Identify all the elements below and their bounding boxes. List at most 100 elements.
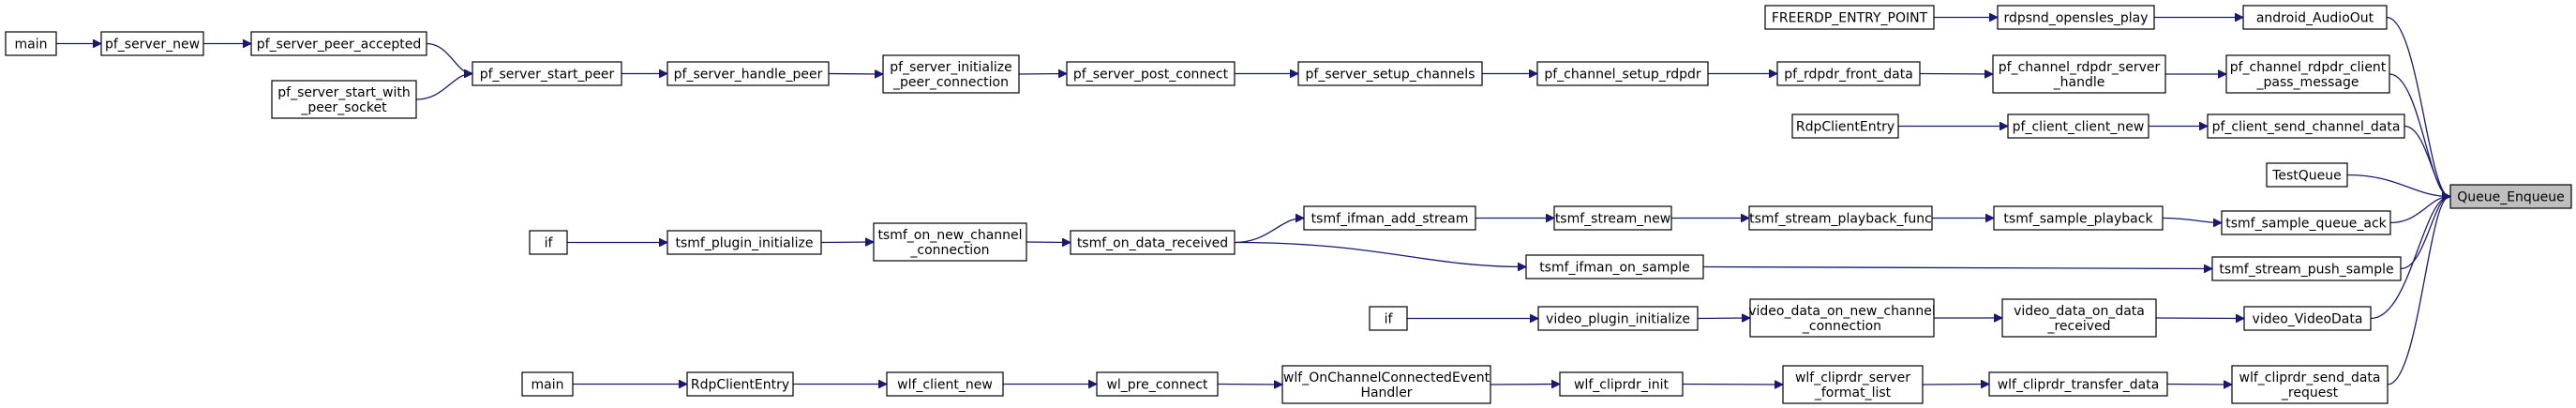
node-box bbox=[666, 61, 830, 86]
graph-node-video-plugin-initialize[interactable]: video_plugin_initialize bbox=[1537, 306, 1699, 331]
graph-node-pf-server-setup-channels[interactable]: pf_server_setup_channels bbox=[1297, 61, 1483, 86]
graph-node-tsmf-on-data-received[interactable]: tsmf_on_data_received bbox=[1070, 230, 1236, 255]
graph-node-pf-server-start-with-peer-socket[interactable]: pf_server_start_with_peer_socket bbox=[271, 80, 417, 119]
node-label: Queue_Enqueue bbox=[2457, 190, 2565, 205]
node-label: tsmf_sample_playback bbox=[2003, 212, 2153, 227]
edge-android-audioout-to-queue-enqueue bbox=[2386, 16, 2449, 197]
graph-node-wlf-cliprdr-server-format-list[interactable]: wlf_cliprdr_server_format_list bbox=[1782, 365, 1924, 404]
node-label: wlf_cliprdr_init bbox=[1574, 378, 1669, 393]
node-box bbox=[1303, 205, 1476, 231]
node-label: video_data_on_new_channel bbox=[1748, 304, 1936, 319]
node-label: _request bbox=[2281, 385, 2339, 400]
graph-node-tsmf-on-new-channel-connection[interactable]: tsmf_on_new_channel_connection bbox=[873, 222, 1027, 262]
node-label: pf_server_post_connect bbox=[1073, 68, 1229, 83]
graph-node-tsmf-ifman-on-sample[interactable]: tsmf_ifman_on_sample bbox=[1525, 254, 1704, 280]
node-label: wlf_cliprdr_send_data bbox=[2239, 370, 2381, 385]
node-label: tsmf_sample_queue_ack bbox=[2225, 217, 2387, 232]
node-label: _handle bbox=[2053, 75, 2105, 90]
graph-node-tsmf-stream-new[interactable]: tsmf_stream_new bbox=[1553, 205, 1672, 231]
node-label: _peer_socket bbox=[300, 100, 387, 115]
graph-node-wlf-cliprdr-transfer-data[interactable]: wlf_cliprdr_transfer_data bbox=[1988, 371, 2168, 397]
node-label: _received bbox=[2046, 319, 2110, 334]
graph-node-tsmf-ifman-add-stream[interactable]: tsmf_ifman_add_stream bbox=[1303, 205, 1476, 231]
graph-node-main1[interactable]: main bbox=[5, 31, 57, 56]
node-box bbox=[2007, 113, 2149, 139]
graph-node-pf-channel-setup-rdpdr[interactable]: pf_channel_setup_rdpdr bbox=[1536, 61, 1709, 86]
graph-node-pf-server-handle-peer[interactable]: pf_server_handle_peer bbox=[666, 61, 830, 86]
node-label: Handler bbox=[1360, 385, 1412, 400]
node-box bbox=[5, 31, 57, 56]
graph-node-pf-channel-rdpdr-server-handle[interactable]: pf_channel_rdpdr_server_handle bbox=[1992, 54, 2166, 94]
edge-video-data-on-data-received-to-video-videodata bbox=[2155, 318, 2243, 319]
node-label: video_VideoData bbox=[2253, 312, 2363, 327]
graph-node-wlf-cliprdr-init[interactable]: wlf_cliprdr_init bbox=[1559, 371, 1684, 397]
graph-node-tsmf-sample-queue-ack[interactable]: tsmf_sample_queue_ack bbox=[2221, 210, 2391, 235]
graph-node-rdpcliententry2[interactable]: RdpClientEntry bbox=[686, 371, 794, 397]
node-box bbox=[1096, 371, 1219, 397]
edge-pf-rdpdr-front-data-to-pf-channel-rdpdr-server-handle bbox=[1919, 74, 1992, 75]
graph-node-freerdp-entry-point[interactable]: FREERDP_ENTRY_POINT bbox=[1764, 5, 1935, 30]
edge-tsmf-on-data-received-to-tsmf-ifman-add-stream bbox=[1234, 219, 1303, 244]
graph-node-android-audioout[interactable]: android_AudioOut bbox=[2242, 5, 2388, 30]
node-box bbox=[886, 371, 1004, 397]
graph-node-wlf-cliprdr-send-data-request[interactable]: wlf_cliprdr_send_data_request bbox=[2231, 365, 2389, 404]
graph-node-pf-server-start-peer[interactable]: pf_server_start_peer bbox=[472, 61, 622, 86]
node-box bbox=[100, 31, 204, 56]
node-label: tsmf_on_data_received bbox=[1077, 236, 1228, 251]
graph-node-video-videodata[interactable]: video_VideoData bbox=[2243, 306, 2372, 331]
graph-node-video-data-on-data-received[interactable]: video_data_on_data_received bbox=[2001, 298, 2157, 338]
nodes-layer: main pf_server_new pf_server_peer_accepted… bbox=[5, 5, 2572, 404]
edge-tsmf-ifman-on-sample-to-tsmf-stream-push-sample bbox=[1702, 267, 2211, 269]
graph-node-wl-pre-connect[interactable]: wl_pre_connect bbox=[1096, 371, 1219, 397]
node-label: pf_client_send_channel_data bbox=[2212, 120, 2401, 135]
graph-node-pf-server-initialize-peer-connection[interactable]: pf_server_initialize_peer_connection bbox=[882, 54, 1020, 94]
node-box bbox=[2242, 5, 2388, 30]
node-label: pf_server_peer_accepted bbox=[257, 38, 421, 53]
graph-node-pf-server-peer-accepted[interactable]: pf_server_peer_accepted bbox=[250, 31, 427, 56]
graph-node-pf-channel-rdpdr-client-pass-message[interactable]: pf_channel_rdpdr_client_pass_message bbox=[2225, 54, 2390, 94]
node-box bbox=[873, 222, 1027, 262]
node-label: pf_rdpdr_front_data bbox=[1784, 68, 1913, 83]
node-box bbox=[1553, 205, 1672, 231]
node-box bbox=[1988, 371, 2168, 397]
node-label: _peer_connection bbox=[892, 75, 1009, 90]
graph-node-testqueue[interactable]: TestQueue bbox=[2266, 162, 2348, 188]
graph-node-pf-server-new[interactable]: pf_server_new bbox=[100, 31, 204, 56]
node-label: android_AudioOut bbox=[2256, 11, 2374, 26]
graph-node-main2[interactable]: main bbox=[521, 371, 574, 397]
node-box bbox=[2225, 54, 2390, 94]
graph-node-pf-client-client-new[interactable]: pf_client_client_new bbox=[2007, 113, 2149, 139]
node-label: wl_pre_connect bbox=[1106, 378, 1208, 393]
graph-node-rdpsnd-opensles-play[interactable]: rdpsnd_opensles_play bbox=[1997, 5, 2155, 30]
graph-node-if2[interactable]: if bbox=[1369, 306, 1408, 331]
node-label: video_plugin_initialize bbox=[1546, 312, 1690, 327]
node-label: tsmf_stream_new bbox=[1555, 212, 1670, 227]
node-label: main bbox=[532, 378, 564, 393]
node-label: rdpsnd_opensles_play bbox=[2003, 11, 2148, 26]
node-box bbox=[2001, 298, 2157, 338]
edge-tsmf-stream-push-sample-to-queue-enqueue bbox=[2400, 197, 2449, 270]
graph-node-pf-rdpdr-front-data[interactable]: pf_rdpdr_front_data bbox=[1776, 61, 1921, 86]
node-label: tsmf_plugin_initialize bbox=[676, 236, 814, 251]
graph-node-video-data-on-new-channel-connection[interactable]: video_data_on_new_channel_connection bbox=[1748, 298, 1936, 338]
graph-node-tsmf-stream-push-sample[interactable]: tsmf_stream_push_sample bbox=[2211, 256, 2402, 281]
edge-pf-server-initialize-peer-connection-to-pf-server-post-connect bbox=[1018, 74, 1066, 75]
graph-node-if1[interactable]: if bbox=[529, 230, 568, 255]
graph-node-queue-enqueue[interactable]: Queue_Enqueue bbox=[2449, 184, 2572, 209]
graph-node-rdpcliententry1[interactable]: RdpClientEntry bbox=[1791, 113, 1899, 139]
node-label: pf_server_handle_peer bbox=[674, 68, 823, 83]
graph-node-pf-client-send-channel-data[interactable]: pf_client_send_channel_data bbox=[2207, 113, 2405, 139]
edge-pf-server-peer-accepted-to-pf-server-start-peer bbox=[426, 42, 472, 74]
graph-node-wlf-client-new[interactable]: wlf_client_new bbox=[886, 371, 1004, 397]
graph-node-tsmf-stream-playback-func[interactable]: tsmf_stream_playback_func bbox=[1748, 205, 1933, 231]
node-label: _connection bbox=[909, 243, 989, 258]
graph-node-tsmf-sample-playback[interactable]: tsmf_sample_playback bbox=[1993, 205, 2164, 231]
node-box bbox=[1066, 61, 1236, 86]
node-box bbox=[1281, 365, 1491, 404]
graph-node-tsmf-plugin-initialize[interactable]: tsmf_plugin_initialize bbox=[666, 230, 822, 255]
graph-node-pf-server-post-connect[interactable]: pf_server_post_connect bbox=[1066, 61, 1236, 86]
node-label: pf_server_start_peer bbox=[480, 68, 615, 83]
node-label: _connection bbox=[1802, 319, 1881, 334]
